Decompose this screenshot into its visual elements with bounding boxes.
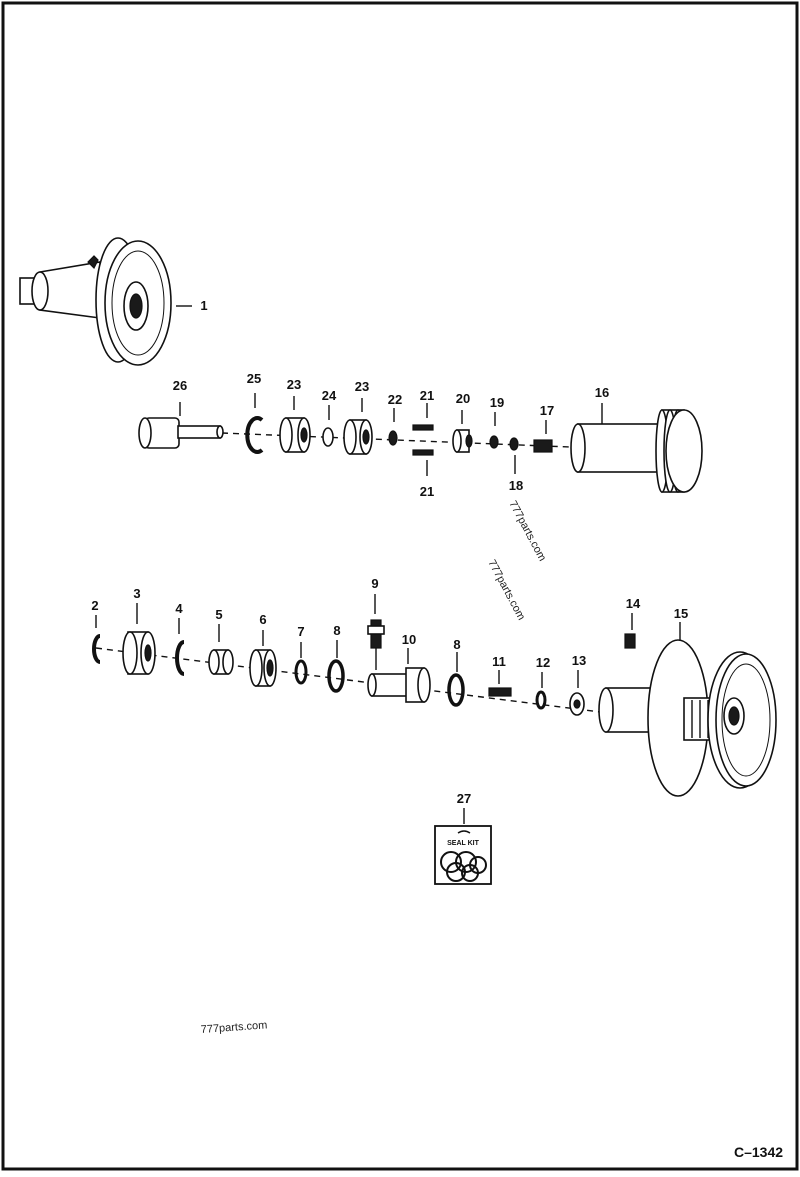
part-13-washer <box>569 670 585 716</box>
part-23-bearing-2 <box>343 398 373 455</box>
callout-11: 11 <box>492 654 506 669</box>
callout-3: 3 <box>133 586 140 601</box>
part-25-snap-ring <box>245 393 264 454</box>
callout-19: 19 <box>490 395 504 410</box>
part-10-spool <box>367 648 431 703</box>
part-20-spool <box>452 410 473 453</box>
callout-5: 5 <box>215 607 222 622</box>
callout-22: 22 <box>388 392 402 407</box>
callout-9: 9 <box>371 576 378 591</box>
part-2-snap-ring <box>92 615 101 664</box>
callout-18: 18 <box>509 478 523 493</box>
watermark-3: 777parts.com <box>200 1019 267 1036</box>
callout-20: 20 <box>456 391 470 406</box>
part-1-pump-assembly <box>19 237 192 366</box>
watermark-1: 777parts.com <box>506 499 548 563</box>
callout-labels: 1 2 3 4 5 6 7 8 8 9 10 11 12 13 14 15 16… <box>91 298 688 847</box>
part-8-oring-2 <box>447 652 465 707</box>
seal-kit-label: SEAL KIT <box>447 840 479 847</box>
part-8-oring <box>327 640 345 693</box>
callout-8: 8 <box>333 623 340 638</box>
callout-13: 13 <box>572 653 586 668</box>
callout-23b: 23 <box>355 379 369 394</box>
part-5-bushing <box>208 624 234 675</box>
part-26-shaft <box>138 402 224 449</box>
part-11-screw <box>488 670 512 697</box>
part-19-ball <box>489 412 499 449</box>
callout-25: 25 <box>247 371 261 386</box>
part-16-housing <box>570 403 703 493</box>
callout-14: 14 <box>626 596 641 611</box>
part-12-washer <box>535 672 547 710</box>
callout-23: 23 <box>287 377 301 392</box>
part-15-pump-body <box>598 622 777 797</box>
part-14-fitting <box>624 613 636 649</box>
part-4-snap-ring <box>175 618 185 676</box>
callout-26: 26 <box>173 378 187 393</box>
callout-2: 2 <box>91 598 98 613</box>
callout-8b: 8 <box>453 637 460 652</box>
row-2-parts <box>138 393 703 493</box>
part-9-valve <box>367 594 385 670</box>
callout-21-bottom: 21 <box>420 484 434 499</box>
callout-27: 27 <box>457 791 471 806</box>
part-21-pins <box>412 403 434 476</box>
part-17-spring <box>533 420 553 453</box>
part-22-washer <box>388 408 398 446</box>
callout-21-top: 21 <box>420 388 434 403</box>
callout-17: 17 <box>540 403 554 418</box>
callout-24: 24 <box>322 388 337 403</box>
part-24-seal <box>322 405 334 447</box>
watermark-2: 777parts.com <box>485 558 527 622</box>
part-6-bearing <box>249 630 277 687</box>
row-3-parts <box>92 594 777 797</box>
part-23-bearing <box>279 396 311 453</box>
callout-1: 1 <box>200 298 207 313</box>
callout-15: 15 <box>674 606 688 621</box>
callout-10: 10 <box>402 632 416 647</box>
part-3-bearing <box>122 603 156 675</box>
part-7-seal <box>294 642 308 685</box>
callout-6: 6 <box>259 612 266 627</box>
callout-4: 4 <box>175 601 183 616</box>
callout-12: 12 <box>536 655 550 670</box>
callout-16: 16 <box>595 385 609 400</box>
drawing-code: C–1342 <box>734 1144 783 1160</box>
part-27-seal-kit <box>434 808 492 885</box>
part-18-oring <box>509 437 519 474</box>
callout-7: 7 <box>297 624 304 639</box>
